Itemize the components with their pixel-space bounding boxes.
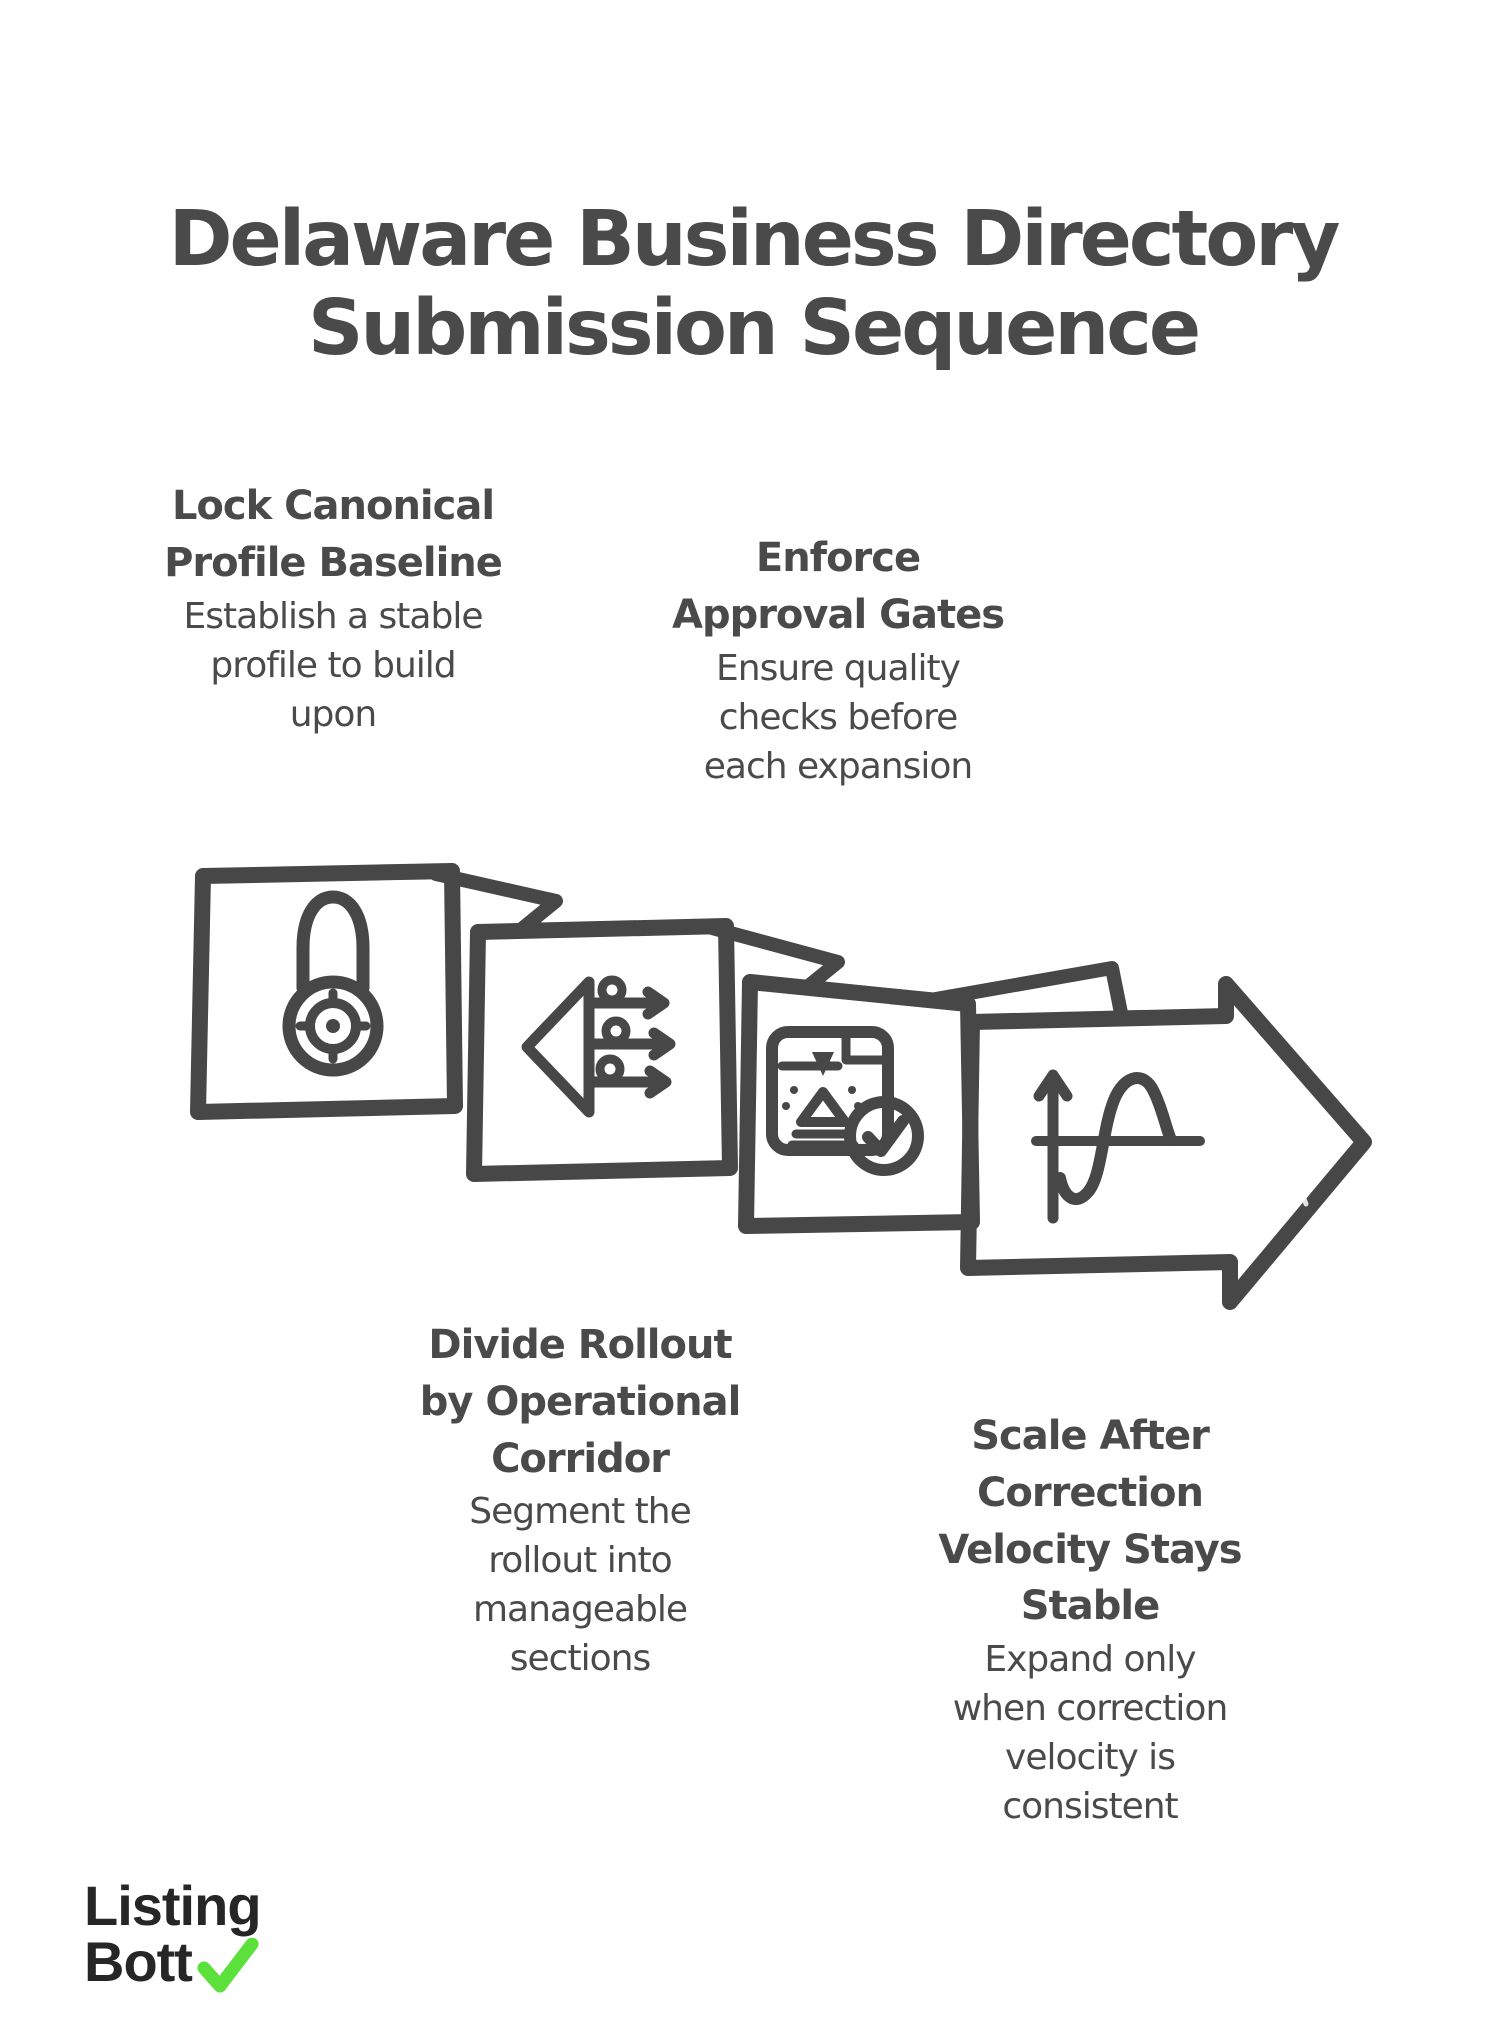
nozzle bbox=[812, 1052, 834, 1076]
logo-text-line1: Listing bbox=[84, 1874, 262, 1937]
hatch-line bbox=[1293, 1175, 1309, 1207]
step-3-card bbox=[738, 974, 980, 1234]
hatch-line bbox=[787, 1175, 807, 1211]
step-4-description: Expand only when correction velocity is … bbox=[952, 1639, 1229, 1828]
step-1-label: Lock Canonical Profile Baseline Establis… bbox=[133, 478, 533, 739]
fold-ribbon bbox=[705, 921, 845, 995]
hatch-line bbox=[411, 887, 429, 923]
check-circle bbox=[844, 1096, 924, 1176]
hatch-line bbox=[927, 1055, 945, 1095]
arrowhead-outline bbox=[521, 976, 595, 1118]
branch-node bbox=[601, 1016, 631, 1046]
card-shape bbox=[738, 974, 980, 1234]
fold-ribbon bbox=[923, 961, 1129, 1025]
sparkle-dot bbox=[782, 1102, 790, 1110]
hatch-lines bbox=[503, 965, 715, 1151]
step-1-description: Establish a stable profile to build upon bbox=[183, 595, 484, 735]
hatch-line bbox=[527, 1095, 547, 1137]
branch-node bbox=[595, 1054, 625, 1084]
fold-ribbon bbox=[429, 867, 563, 939]
lock-shackle bbox=[296, 890, 370, 995]
branch-arrowhead bbox=[642, 986, 670, 1020]
brand-logo: Listing Bott bbox=[84, 1874, 262, 1993]
hatch-line bbox=[697, 1115, 715, 1151]
hatch-line bbox=[931, 1175, 949, 1207]
split-arrows-icon bbox=[521, 975, 676, 1118]
target-center bbox=[326, 1019, 340, 1033]
check-mark bbox=[862, 1115, 909, 1157]
hatch-line bbox=[1029, 1195, 1051, 1245]
card-shape bbox=[190, 863, 463, 1120]
logo-text-line2: Bott bbox=[84, 1930, 193, 1993]
step-3-heading: Divide Rollout by Operational Corridor bbox=[419, 1322, 742, 1482]
document-outline bbox=[766, 1026, 894, 1156]
arrow-card-shape bbox=[960, 976, 1372, 1310]
hatch-line bbox=[999, 1055, 1021, 1103]
hatch-line bbox=[245, 899, 269, 949]
step-3-label: Divide Rollout by Operational Corridor S… bbox=[360, 1317, 800, 1684]
check-stroke bbox=[197, 1938, 259, 1993]
step-4-label: Scale After Correction Velocity Stays St… bbox=[875, 1408, 1305, 1832]
step-2-label: Enforce Approval Gates Ensure quality ch… bbox=[638, 530, 1038, 791]
step-2-card bbox=[466, 918, 738, 1182]
step-1-heading: Lock Canonical Profile Baseline bbox=[164, 483, 503, 586]
document-fold-tab bbox=[841, 1031, 889, 1065]
hatch-line bbox=[679, 995, 697, 1031]
branch-arrowhead bbox=[648, 1027, 676, 1061]
check-icon bbox=[197, 1938, 259, 1993]
hatch-line bbox=[1101, 1045, 1119, 1083]
trend-curve-icon bbox=[1031, 1069, 1205, 1224]
hatch-line bbox=[395, 1005, 413, 1043]
y-axis-arrow bbox=[1033, 1069, 1073, 1224]
hatch-line bbox=[503, 965, 525, 1013]
hatch-lines bbox=[999, 1045, 1309, 1245]
step-4-arrow-card bbox=[960, 976, 1372, 1310]
page-title: Delaware Business Directory Submission S… bbox=[168, 195, 1341, 373]
step-2-description: Ensure quality checks before each expans… bbox=[703, 647, 973, 787]
lock-target-icon bbox=[282, 890, 384, 1077]
step-2-heading: Enforce Approval Gates bbox=[671, 535, 1005, 638]
sparkle-dot bbox=[790, 1086, 798, 1094]
step-1-card bbox=[190, 863, 463, 1120]
branch-node bbox=[597, 975, 627, 1005]
sine-curve bbox=[1054, 1072, 1177, 1205]
hatch-line bbox=[1265, 1105, 1285, 1147]
document-check-icon bbox=[766, 1026, 924, 1176]
sparkle-dot bbox=[848, 1086, 856, 1094]
card-shape bbox=[466, 918, 738, 1182]
pyramid bbox=[796, 1087, 850, 1127]
lock-body bbox=[282, 975, 384, 1077]
step-3-description: Segment the rollout into manageable sect… bbox=[469, 1491, 692, 1680]
step-4-heading: Scale After Correction Velocity Stays St… bbox=[938, 1413, 1242, 1630]
branch-arrowhead bbox=[644, 1065, 672, 1099]
hatch-line bbox=[1159, 1205, 1177, 1239]
fold-ribbons bbox=[429, 867, 1129, 1025]
